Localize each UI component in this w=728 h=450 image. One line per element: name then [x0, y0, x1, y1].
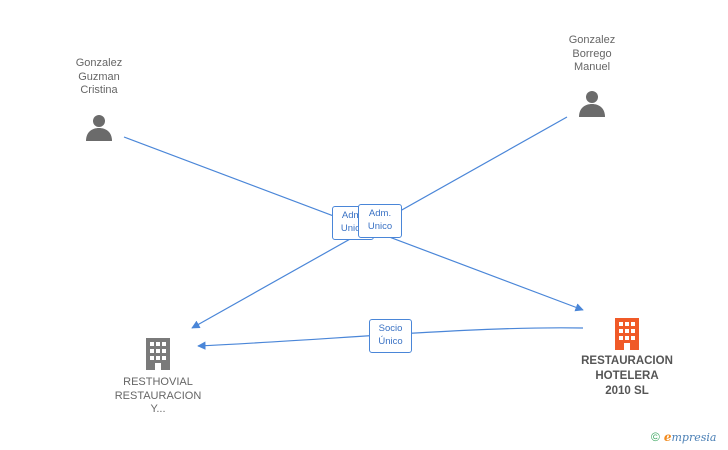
empresia-logo[interactable]: ©empresia: [651, 430, 716, 444]
person-icon: [86, 114, 112, 141]
building-icon: [615, 318, 639, 350]
logo-e: e: [663, 430, 672, 444]
person-node-gonzalez-guzman[interactable]: Gonzalez Guzman Cristina: [64, 57, 134, 142]
logo-text: mpresia: [671, 431, 717, 444]
person-node-gonzalez-borrego[interactable]: Gonzalez Borrego Manuel: [557, 34, 627, 118]
company-name: RESTHOVIAL RESTAURACION Y...: [114, 376, 202, 415]
building-icon: [146, 338, 170, 370]
company-name: RESTAURACION HOTELERA 2010 SL: [581, 355, 673, 397]
person-name: Gonzalez Borrego Manuel: [568, 34, 616, 73]
person-name: Gonzalez Guzman Cristina: [75, 57, 123, 96]
copyright-symbol: ©: [651, 430, 660, 444]
company-node-restauracion-hotelera[interactable]: RESTAURACION HOTELERA 2010 SL: [572, 316, 682, 399]
company-node-resthovial[interactable]: RESTHOVIAL RESTAURACION Y...: [108, 336, 208, 417]
edge-label-socio-unico[interactable]: Socio Único: [369, 319, 412, 353]
person-icon: [579, 90, 605, 117]
edge-label-adm-unico-2[interactable]: Adm. Unico: [358, 204, 402, 238]
